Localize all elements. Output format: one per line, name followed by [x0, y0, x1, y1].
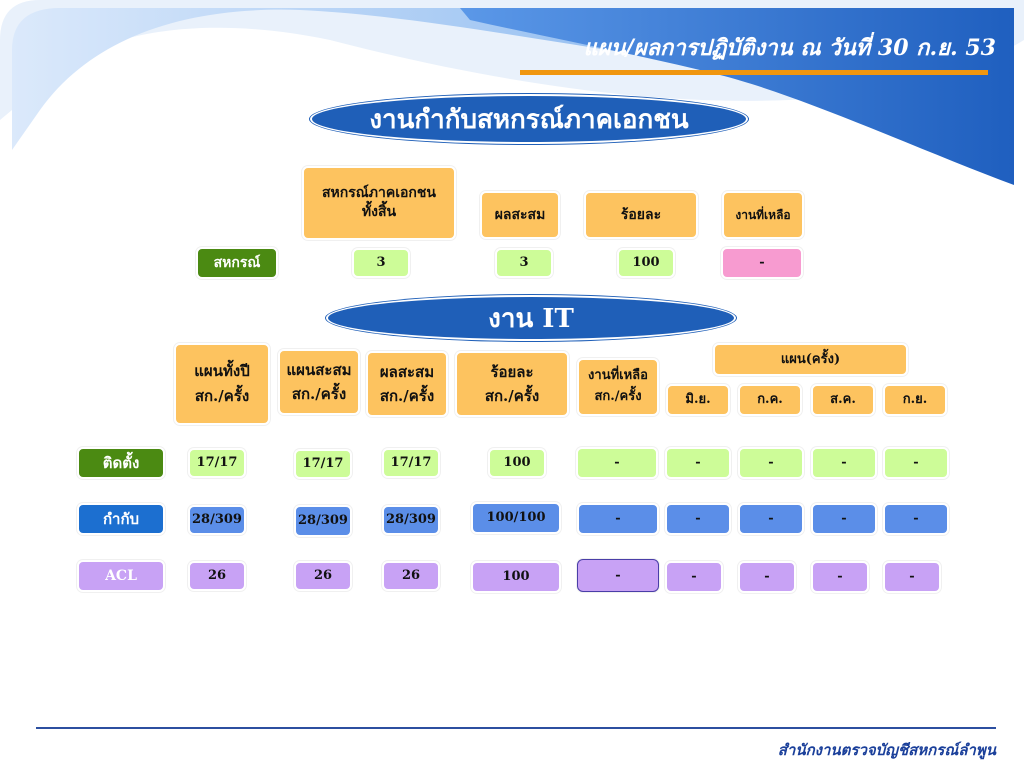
cell-acl-aug: -: [811, 561, 869, 593]
header-month-jul: ก.ค.: [738, 384, 802, 416]
title-underline: [520, 70, 988, 75]
header-month-sep: ก.ย.: [883, 384, 947, 416]
header-cumulative: ผลสะสม: [480, 191, 560, 239]
cell-acl-plan-cum: 26: [294, 561, 352, 591]
cell-supervise-percent: 100/100: [471, 502, 561, 534]
cell-install-sep: -: [883, 447, 949, 479]
cell-total: 3: [352, 248, 410, 278]
footer-office-name: สำนักงานตรวจบัญชีสหกรณ์ลำพูน: [777, 741, 996, 759]
header-remaining: งานที่เหลือ: [722, 191, 804, 239]
cell-percent: 100: [617, 248, 675, 278]
header-percent-it: ร้อยละ สก./ครั้ง: [455, 351, 569, 417]
row-label-install: ติดตั้ง: [77, 447, 165, 479]
cell-install-aug: -: [811, 447, 877, 479]
row-label-supervise: กำกับ: [77, 503, 165, 535]
footer-divider: [36, 727, 996, 729]
cell-acl-sep: -: [883, 561, 941, 593]
header-percent: ร้อยละ: [584, 191, 698, 239]
cell-install-percent: 100: [488, 448, 546, 478]
cell-install-plan-cum: 17/17: [294, 449, 352, 479]
header-month-aug: ส.ค.: [811, 384, 875, 416]
cell-install-jun: -: [665, 447, 731, 479]
row-label-acl: ACL: [77, 560, 165, 592]
cell-install-plan-year: 17/17: [188, 448, 246, 478]
cell-supervise-sep: -: [883, 503, 949, 535]
cell-acl-jul: -: [738, 561, 796, 593]
header-total-coops: สหกรณ์ภาคเอกชน ทั้งสิ้น: [302, 166, 456, 240]
header-plan-cumulative: แผนสะสม สก./ครั้ง: [278, 349, 360, 415]
cell-install-result-cum: 17/17: [382, 448, 440, 478]
cell-cumulative: 3: [495, 248, 553, 278]
cell-supervise-plan-cum: 28/309: [294, 505, 352, 537]
cell-supervise-jul: -: [738, 503, 804, 535]
cell-supervise-result-cum: 28/309: [382, 505, 440, 535]
cell-install-remaining: -: [576, 447, 658, 479]
cell-acl-result-cum: 26: [382, 561, 440, 591]
cell-acl-remaining: -: [577, 559, 659, 592]
cell-supervise-remaining: -: [577, 503, 659, 535]
header-result-cumulative: ผลสะสม สก./ครั้ง: [366, 351, 448, 417]
cell-supervise-plan-year: 28/309: [188, 505, 246, 535]
cell-install-jul: -: [738, 447, 804, 479]
cell-acl-percent: 100: [471, 561, 561, 593]
cell-supervise-jun: -: [665, 503, 731, 535]
page-title: แผน/ผลการปฏิบัติงาน ณ วันที่ 30 ก.ย. 53: [583, 35, 997, 61]
row-label-coop: สหกรณ์: [196, 247, 278, 279]
section1-banner: งานกำกับสหกรณ์ภาคเอกชน: [310, 94, 748, 144]
cell-acl-plan-year: 26: [188, 561, 246, 591]
cell-acl-jun: -: [665, 561, 723, 593]
section2-banner: งาน IT: [326, 295, 736, 341]
header-plan-times: แผน(ครั้ง): [713, 343, 908, 376]
header-plan-year: แผนทั้งปี สก./ครั้ง: [174, 343, 270, 425]
header-month-jun: มิ.ย.: [666, 384, 730, 416]
cell-supervise-aug: -: [811, 503, 877, 535]
cell-remaining: -: [721, 247, 803, 279]
header-remaining-it: งานที่เหลือ สก./ครั้ง: [577, 358, 659, 416]
